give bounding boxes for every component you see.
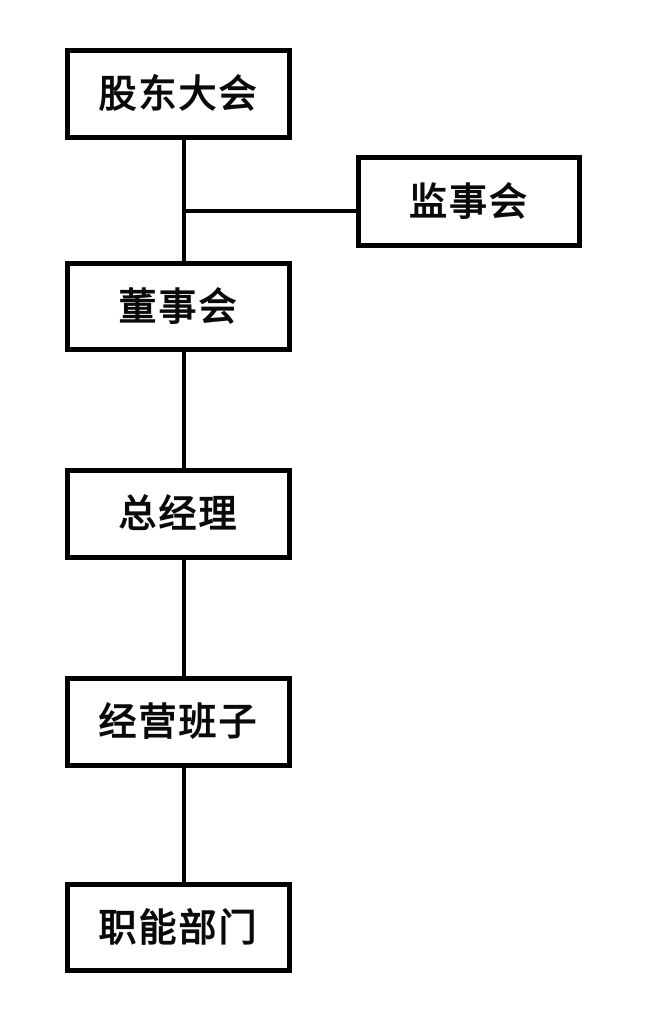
node-shareholders-meeting[interactable]: 股东大会 bbox=[65, 48, 292, 140]
node-label-functional-departments: 职能部门 bbox=[98, 905, 259, 950]
connector-branch-trunk-to-supervisors bbox=[182, 209, 358, 213]
node-label-management-team: 经营班子 bbox=[98, 700, 259, 744]
node-label-board-of-supervisors: 监事会 bbox=[408, 179, 529, 224]
connector-trunk-shareholders-to-directors bbox=[182, 138, 186, 263]
node-management-team[interactable]: 经营班子 bbox=[65, 676, 292, 768]
connector-trunk-manager-to-team bbox=[182, 558, 186, 678]
node-general-manager[interactable]: 总经理 bbox=[65, 468, 292, 560]
node-functional-departments[interactable]: 职能部门 bbox=[65, 882, 292, 973]
node-label-board-of-directors: 董事会 bbox=[118, 284, 239, 329]
connector-trunk-directors-to-manager bbox=[182, 350, 186, 470]
node-board-of-directors[interactable]: 董事会 bbox=[65, 261, 292, 352]
connector-trunk-team-to-departments bbox=[182, 766, 186, 884]
node-label-general-manager: 总经理 bbox=[118, 492, 239, 536]
node-label-shareholders-meeting: 股东大会 bbox=[98, 72, 259, 116]
node-board-of-supervisors[interactable]: 监事会 bbox=[356, 155, 582, 248]
